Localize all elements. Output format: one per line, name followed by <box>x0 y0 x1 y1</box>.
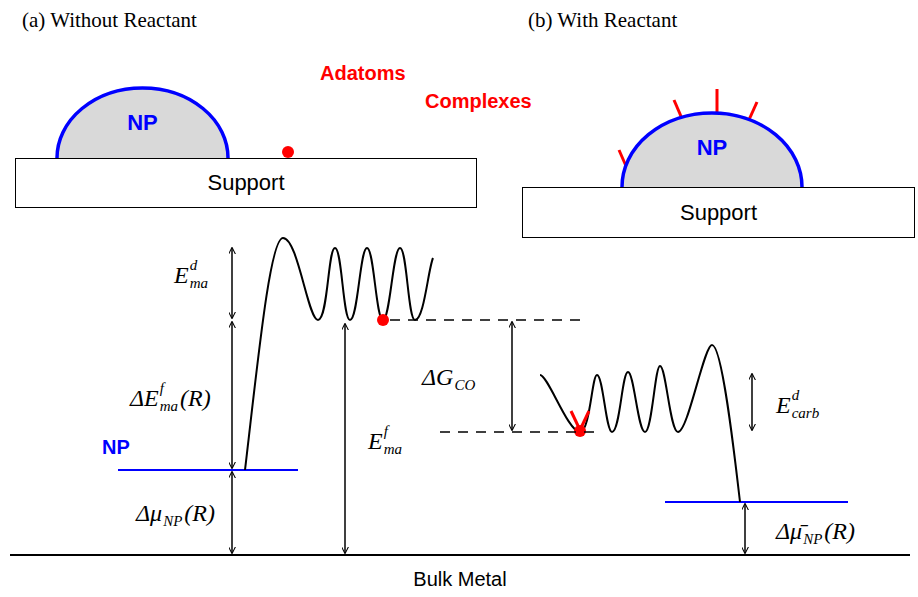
adatom-dot <box>282 146 294 158</box>
support-label: Support <box>207 170 284 196</box>
energy-arrows <box>232 248 752 553</box>
symbol-superscript: f <box>160 380 164 397</box>
np-level <box>665 501 848 503</box>
symbol-subscript: NP <box>163 513 182 530</box>
energy-symbol: E <box>776 392 791 419</box>
bulk-level <box>10 554 910 556</box>
energy-symbol: Δμ <box>136 500 162 527</box>
bulk-metal-label: Bulk Metal <box>413 568 506 591</box>
symbol-superscript: d <box>190 257 198 274</box>
nanoparticle-dome: NP <box>57 88 228 158</box>
symbol-argument: (R) <box>824 518 855 545</box>
dashed-guide <box>440 431 600 433</box>
symbol-subscript: ma <box>160 398 178 415</box>
nanoparticle-label: NP <box>127 110 158 136</box>
energy-symbol: Δμ̄ <box>776 518 802 545</box>
symbol-subscript: CO <box>454 377 475 394</box>
complexes-label: Complexes <box>425 90 532 113</box>
energy-symbol: E <box>174 262 189 289</box>
support-box: Support <box>15 158 477 208</box>
panel-title: (b) With Reactant <box>528 8 677 33</box>
energy-symbol: E <box>368 428 383 455</box>
adatoms-label: Adatoms <box>320 62 406 85</box>
symbol-subscript: NP <box>803 531 822 548</box>
np-level <box>118 469 298 471</box>
symbol-subscript: ma <box>190 275 208 292</box>
np-level-label: NP <box>102 436 130 459</box>
symbol-argument: (R) <box>180 385 211 412</box>
dashed-guide <box>390 319 580 321</box>
symbol-argument: (R) <box>184 500 215 527</box>
panel-title: (a) Without Reactant <box>22 8 197 33</box>
symbol-subscript: ma <box>384 441 402 458</box>
support-label: Support <box>680 200 757 226</box>
energy-symbol: ΔE <box>130 385 159 412</box>
symbol-superscript: d <box>792 387 800 404</box>
symbol-superscript: f <box>384 423 388 440</box>
energy-symbol: ΔG <box>422 364 453 391</box>
energy-curve <box>245 238 433 470</box>
nanoparticle-label: NP <box>697 135 728 161</box>
complex-dot <box>574 425 586 437</box>
adatom-dot <box>377 314 389 326</box>
symbol-subscript: carb <box>792 405 820 422</box>
support-box: Support <box>522 187 915 238</box>
nanoparticle-dome: NP <box>622 113 802 187</box>
energy-curve <box>540 345 740 502</box>
